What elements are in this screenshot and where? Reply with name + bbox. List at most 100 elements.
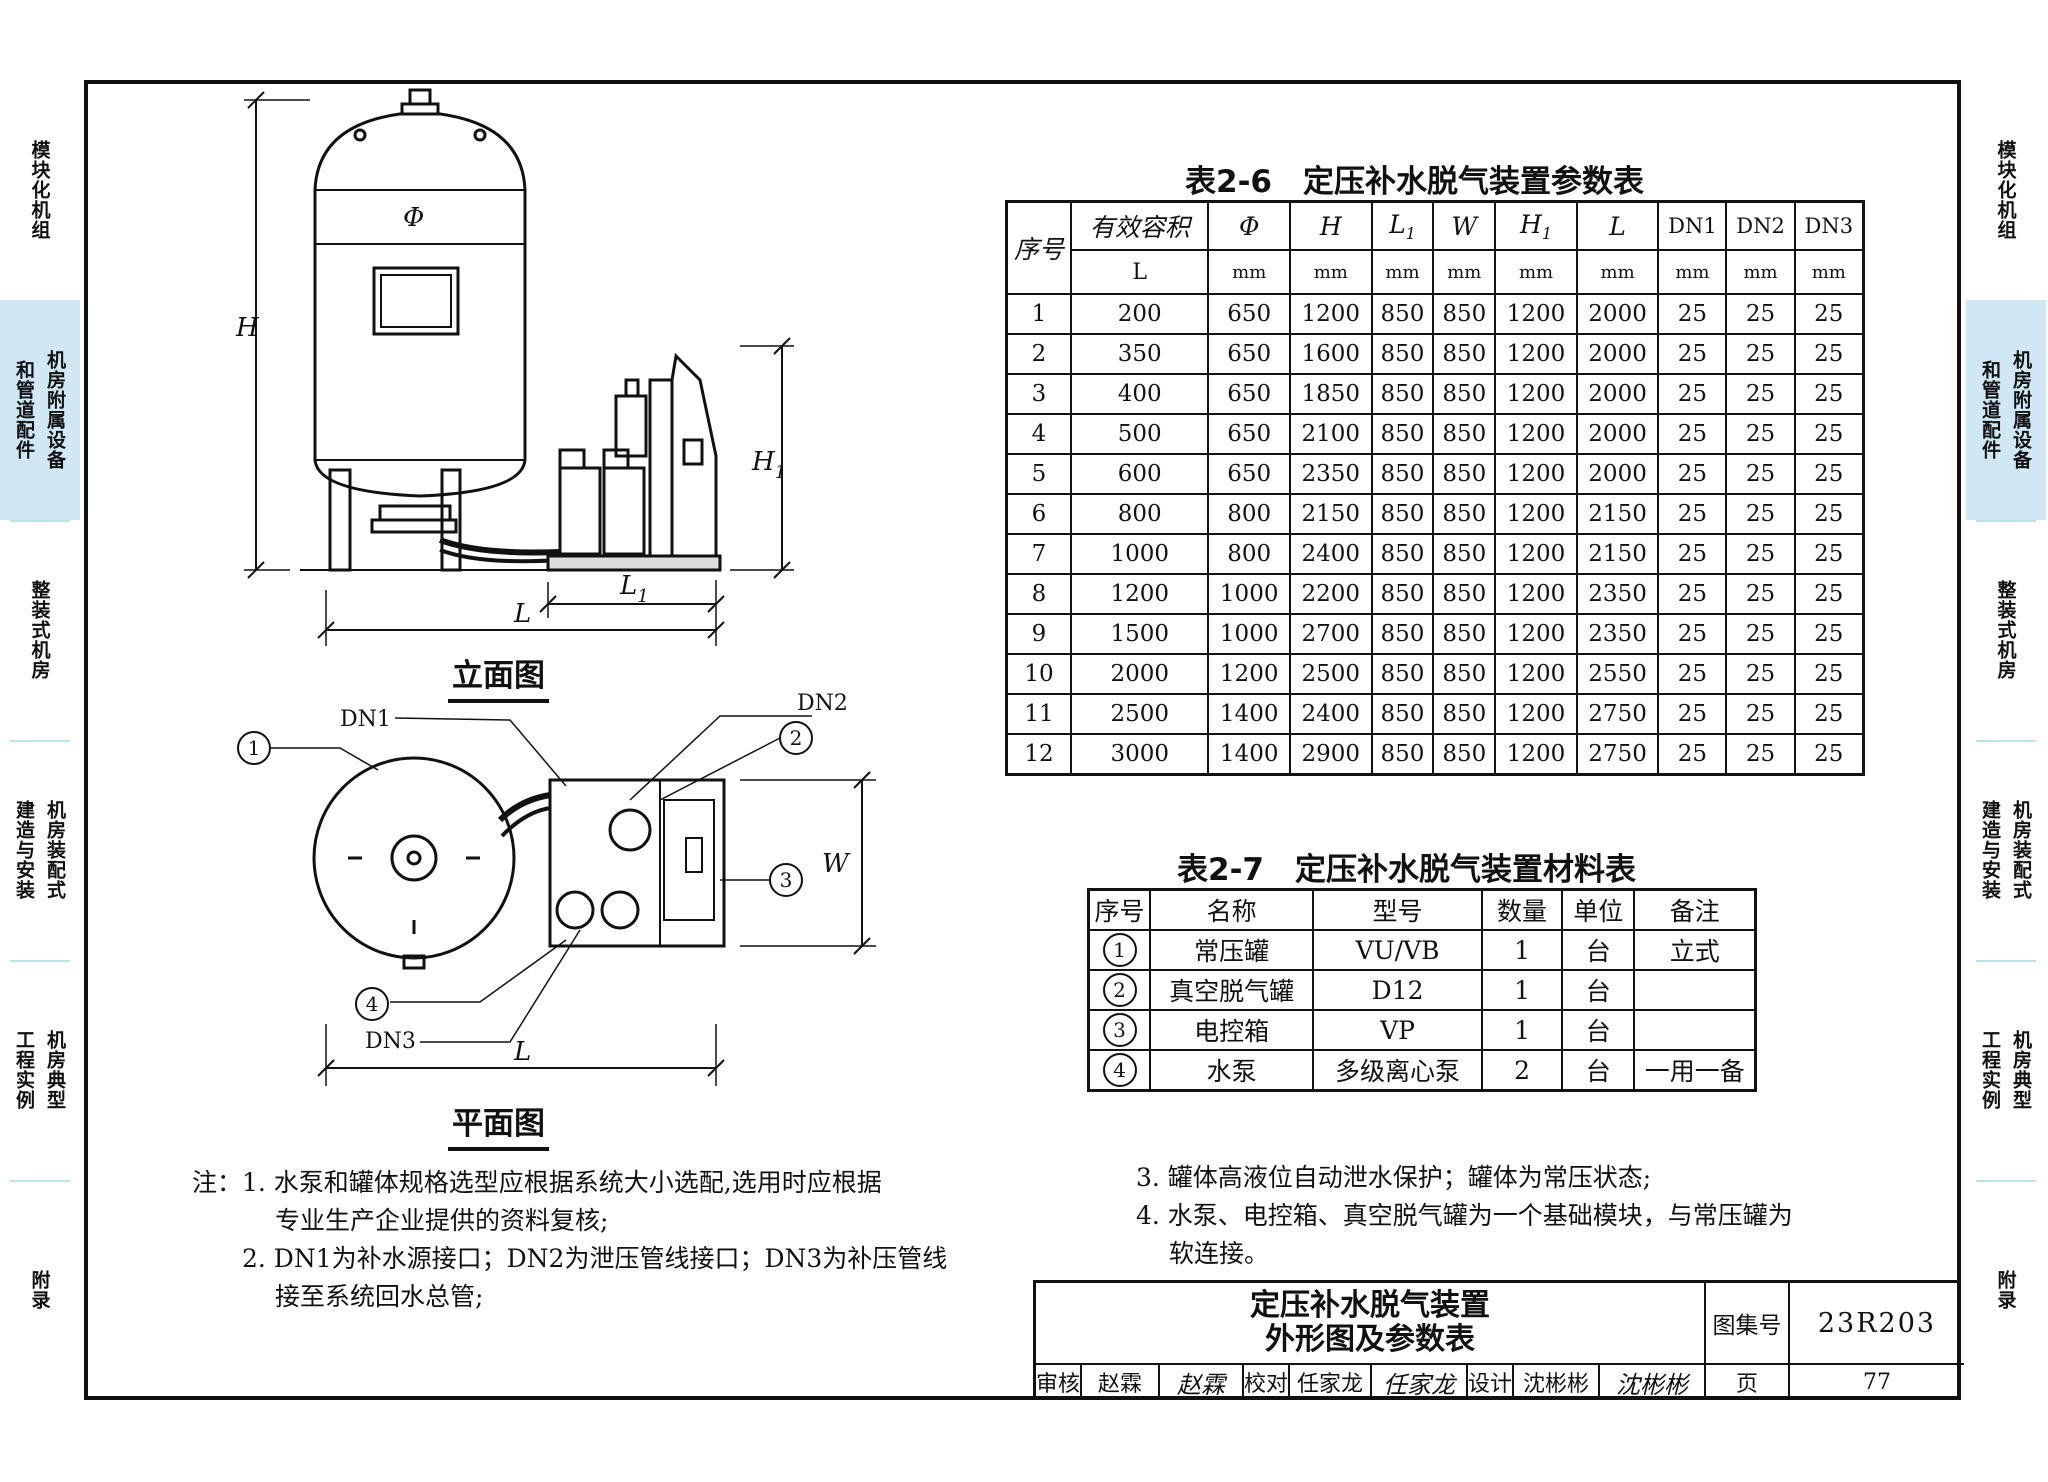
side-tab-label: 机房装配式	[44, 800, 66, 900]
table-cell: 3	[1005, 373, 1072, 415]
table-cell: 25	[1657, 333, 1728, 375]
table-header-cell: L	[1575, 200, 1660, 251]
side-tab-divider	[1976, 740, 2036, 742]
table-cell: 2150	[1288, 493, 1373, 535]
table-cell: 850	[1370, 653, 1435, 695]
table-header-cell: 型号	[1312, 888, 1484, 931]
table-cell: 1	[1481, 969, 1564, 1011]
table-cell: 2000	[1575, 333, 1660, 375]
table-cell: 1200	[1069, 573, 1210, 615]
table27-title: 表2-7 定压补水脱气装置材料表	[1177, 852, 1637, 888]
table-cell: 25	[1793, 533, 1865, 575]
table-cell: 850	[1370, 453, 1435, 495]
table-unit-cell: mm	[1575, 249, 1660, 295]
callout-1-text: 1	[248, 736, 261, 760]
note-line: 软连接。	[1136, 1239, 1269, 1268]
table-cell: 25	[1657, 693, 1728, 735]
table-cell: 850	[1370, 413, 1435, 455]
review-signature: 赵霖	[1160, 1365, 1244, 1399]
side-tab[interactable]: 附录	[0, 1180, 80, 1400]
table-cell: 1	[1481, 929, 1564, 971]
table-cell: 2350	[1288, 453, 1373, 495]
side-tab[interactable]: 工程实例机房典型	[0, 960, 80, 1180]
note-line: 3. 罐体高液位自动泄水保护；罐体为常压状态;	[1136, 1163, 1652, 1192]
table-cell: 25	[1793, 733, 1865, 776]
table-cell: 25	[1725, 413, 1796, 455]
table-cell: 6	[1005, 493, 1072, 535]
side-tab-label: 工程实例	[13, 1030, 35, 1110]
plan-caption: 平面图	[448, 1098, 549, 1151]
side-tab[interactable]: 整装式机房	[1966, 520, 2046, 740]
side-tab[interactable]: 建造与安装机房装配式	[0, 740, 80, 960]
side-tab-label: 附录	[28, 1270, 51, 1310]
table-cell: 1200	[1494, 613, 1578, 655]
table-cell: 1600	[1288, 333, 1373, 375]
side-tab[interactable]: 工程实例机房典型	[1966, 960, 2046, 1180]
table-cell: 850	[1432, 333, 1497, 375]
check-label: 校对	[1244, 1365, 1290, 1399]
table-cell: 850	[1432, 293, 1497, 335]
table-cell: 850	[1370, 373, 1435, 415]
table-cell: 25	[1725, 493, 1796, 535]
table-cell: 25	[1657, 573, 1728, 615]
side-tab-divider	[1976, 1180, 2036, 1182]
side-tab-divider	[1976, 960, 2036, 962]
note-line: 2. DN1为补水源接口；DN2为泄压管线接口；DN3为补压管线	[192, 1244, 948, 1273]
side-tab[interactable]: 模块化机组	[0, 80, 80, 300]
table-cell: 850	[1432, 413, 1497, 455]
side-tab[interactable]: 模块化机组	[1966, 80, 2046, 300]
table-cell: 850	[1432, 453, 1497, 495]
side-tab[interactable]: 建造与安装机房装配式	[1966, 740, 2046, 960]
side-tab[interactable]: 附录	[1966, 1180, 2046, 1400]
table-cell	[1633, 969, 1757, 1011]
right-side-nav: 模块化机组和管道配件机房附属设备整装式机房建造与安装机房装配式工程实例机房典型附…	[1966, 80, 2046, 1400]
table-cell: 12	[1005, 733, 1072, 776]
note-line: 4. 水泵、电控箱、真空脱气罐为一个基础模块，与常压罐为	[1136, 1201, 1793, 1230]
table-unit-cell: mm	[1288, 249, 1373, 295]
side-tab[interactable]: 整装式机房	[0, 520, 80, 740]
side-tab-divider	[10, 1180, 70, 1182]
table-cell: 800	[1207, 533, 1291, 575]
table-cell: 4	[1087, 1049, 1152, 1092]
page-number: 77	[1863, 1369, 1891, 1395]
table-cell: 25	[1725, 733, 1796, 776]
table-cell: 850	[1370, 533, 1435, 575]
table-cell: 850	[1432, 573, 1497, 615]
table-header-cell: DN2	[1725, 200, 1796, 251]
table-cell: 2400	[1288, 533, 1373, 575]
table-header-cell: DN1	[1657, 200, 1728, 251]
check-name: 任家龙	[1290, 1365, 1372, 1399]
drawing-name: 定压补水脱气装置 外形图及参数表	[1036, 1283, 1706, 1363]
table-cell: 2350	[1575, 573, 1660, 615]
table-cell: D12	[1312, 969, 1484, 1011]
side-tab[interactable]: 和管道配件机房附属设备	[1966, 300, 2046, 520]
table-cell: 850	[1370, 613, 1435, 655]
table-header-cell: 序号	[1005, 200, 1072, 295]
elevation-caption: 立面图	[448, 650, 549, 703]
table-cell: 2100	[1288, 413, 1373, 455]
table-cell: 2900	[1288, 733, 1373, 776]
side-tab-divider	[10, 960, 70, 962]
note-line: 专业生产企业提供的资料复核;	[192, 1206, 609, 1235]
side-tab-label: 机房装配式	[2010, 800, 2032, 900]
table-cell: 2500	[1288, 653, 1373, 695]
side-tab[interactable]: 和管道配件机房附属设备	[0, 300, 80, 520]
table-cell: 850	[1432, 733, 1497, 776]
table-header-cell: 单位	[1561, 888, 1636, 931]
side-tab-label: 机房附属设备	[44, 350, 66, 470]
table-cell: 25	[1725, 533, 1796, 575]
callout-3	[769, 863, 803, 897]
side-tab-label: 整装式机房	[1994, 580, 2017, 680]
table-header-cell: 名称	[1149, 888, 1315, 931]
drawing-name-line1: 定压补水脱气装置	[1250, 1288, 1490, 1323]
table-cell: 8	[1005, 573, 1072, 615]
table-cell: 2	[1005, 333, 1072, 375]
table-cell: 3	[1087, 1009, 1152, 1051]
notes-left: 注：1. 水泵和罐体规格选型应根据系统大小选配,选用时应根据 专业生产企业提供的…	[192, 1164, 947, 1316]
